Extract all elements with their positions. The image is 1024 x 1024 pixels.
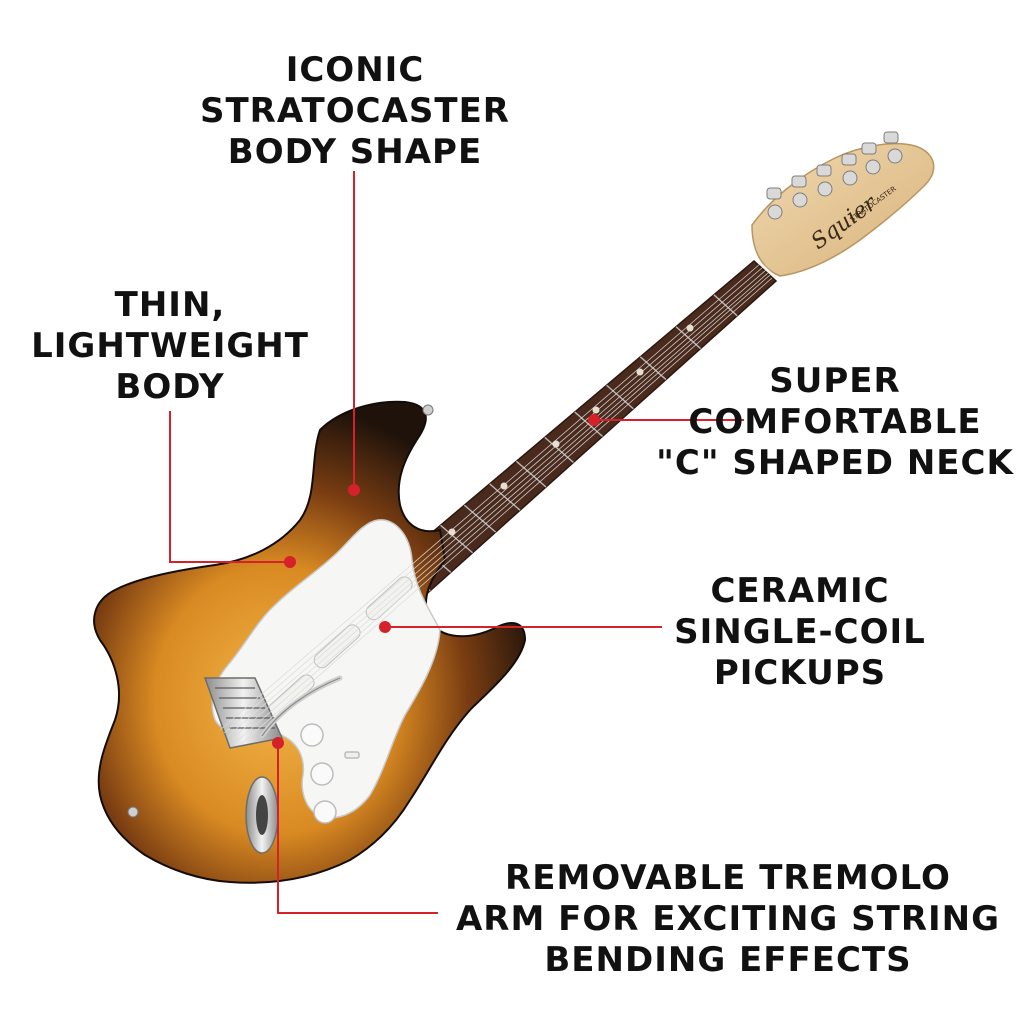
callout-dot-body-shape [348, 484, 360, 496]
fret [463, 504, 497, 533]
fret [574, 411, 603, 437]
label-tremolo: REMOVABLE TREMOLO ARM FOR EXCITING STRIN… [455, 858, 1001, 980]
fret [515, 460, 547, 488]
label-lightweight: THIN, LIGHTWEIGHT BODY [31, 285, 309, 407]
callout-lines [169, 171, 744, 914]
nut [756, 261, 777, 281]
label-pickups: CERAMIC SINGLE-COIL PICKUPS [674, 571, 926, 693]
callout-dot-lightweight [284, 556, 296, 568]
tremolo-arm [259, 675, 343, 739]
callout-dot-pickups [379, 621, 391, 633]
strap-button [127, 806, 139, 818]
headstock: Squier STRATOCASTER [751, 131, 935, 277]
control-knobs [300, 723, 360, 824]
strap-button [422, 404, 434, 416]
output-jack [245, 776, 279, 854]
callout-dots [272, 414, 600, 749]
callout-dot-tremolo [272, 737, 284, 749]
callout-dot-neck [588, 414, 600, 426]
fret [544, 436, 574, 463]
fret [606, 384, 634, 410]
strings [219, 263, 773, 746]
pickups [267, 576, 413, 719]
fret [440, 524, 474, 554]
label-neck: SUPER COMFORTABLE "C" SHAPED NECK [656, 361, 1014, 483]
label-body-shape: ICONIC STRATOCASTER BODY SHAPE [200, 50, 510, 172]
fret [489, 483, 521, 511]
